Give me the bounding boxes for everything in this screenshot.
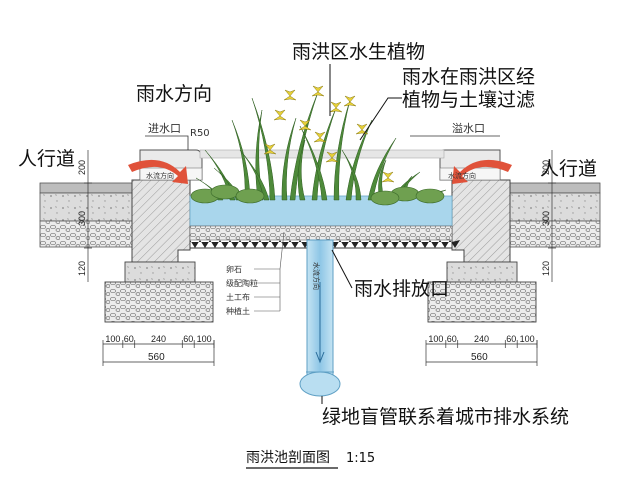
pebble-layer <box>189 225 453 241</box>
legend-item: 卵石 <box>226 264 242 274</box>
svg-text:120: 120 <box>541 261 551 276</box>
walkway-left-label: 人行道 <box>18 148 75 170</box>
svg-text:200: 200 <box>541 160 551 175</box>
inlet-label: 进水口 <box>148 122 181 135</box>
plant-leaf <box>367 137 397 201</box>
dim-segment: 240 <box>474 334 489 344</box>
left-flow-label: 水流方向 <box>146 171 174 180</box>
iris-flower <box>273 109 287 121</box>
svg-text:120: 120 <box>77 261 87 276</box>
dim-segment: 100 <box>428 334 443 344</box>
legend-item: 土工布 <box>226 292 250 302</box>
overflow-label: 溢水口 <box>452 121 485 135</box>
svg-text:200: 200 <box>77 160 87 175</box>
plant-leaf <box>345 119 373 201</box>
plant-shrub <box>235 188 265 204</box>
dim-segment: 60 <box>124 334 134 344</box>
iris-flower <box>311 85 325 97</box>
plant-leaf <box>341 149 362 201</box>
dim-segment: 100 <box>105 334 120 344</box>
plant-shrub <box>210 184 240 200</box>
plant-shrub <box>370 190 400 206</box>
left-curb-wall <box>104 179 214 323</box>
legend-item: 种植土 <box>226 306 250 316</box>
aquatic-plants <box>190 85 447 206</box>
dim-segment: 100 <box>197 334 212 344</box>
plant-shrub <box>415 188 445 204</box>
dim-segment: 60 <box>447 334 457 344</box>
plant-leaf <box>281 117 297 201</box>
right-flow-arrow <box>452 159 512 184</box>
rain-direction-label: 雨水方向 <box>136 83 212 105</box>
iris-flower <box>355 123 369 135</box>
iris-flower <box>313 131 327 143</box>
dim-segment: 100 <box>520 334 535 344</box>
iris-flower <box>283 89 297 101</box>
svg-text:300: 300 <box>77 211 87 226</box>
legend-item: 级配陶粒 <box>226 278 258 288</box>
plant-leaf <box>251 97 276 201</box>
iris-flower <box>263 143 277 155</box>
dim-segment: 240 <box>151 334 166 344</box>
water-layer <box>189 195 453 227</box>
iris-flower <box>329 101 343 113</box>
iris-flower <box>343 95 357 107</box>
iris-flower <box>381 171 395 183</box>
radius-label: R50 <box>190 128 210 139</box>
plant-leaf <box>299 125 328 201</box>
dim-left-total: 560 <box>148 352 165 363</box>
right-curb-wall <box>427 179 537 323</box>
left-flow-arrow <box>128 159 188 184</box>
drawing-scale: 1:15 <box>346 451 375 466</box>
plant-leaf <box>297 139 306 201</box>
right-dimensions: 200 300 120 100 60 240 60 100 560 <box>425 150 556 366</box>
drain-pipe: 水流方向 <box>299 239 341 397</box>
dim-segment: 60 <box>506 334 516 344</box>
drawing-title: 雨洪池剖面图 <box>246 450 330 466</box>
filter-label-line2: 植物与土壤过滤 <box>402 89 535 111</box>
iris-flower <box>325 151 339 163</box>
filter-label-line1: 雨水在雨洪区经 <box>402 66 535 88</box>
pipe-system-label: 绿地盲管联系着城市排水系统 <box>322 406 569 428</box>
plant-leaf <box>231 119 251 201</box>
dim-segment: 60 <box>183 334 193 344</box>
plants-label: 雨洪区水生植物 <box>292 41 425 63</box>
dim-right-total: 560 <box>471 352 488 363</box>
right-flow-label: 水流方向 <box>448 171 476 180</box>
left-dimensions: 200 300 120 100 60 240 60 100 560 <box>77 150 215 366</box>
iris-flower <box>298 119 312 131</box>
plant-leaf <box>239 149 270 201</box>
svg-text:300: 300 <box>541 211 551 226</box>
outlet-label: 雨水排放口 <box>354 278 449 300</box>
walkway-right-label: 人行道 <box>540 158 597 180</box>
pipe-flow-label: 水流方向 <box>312 262 321 290</box>
